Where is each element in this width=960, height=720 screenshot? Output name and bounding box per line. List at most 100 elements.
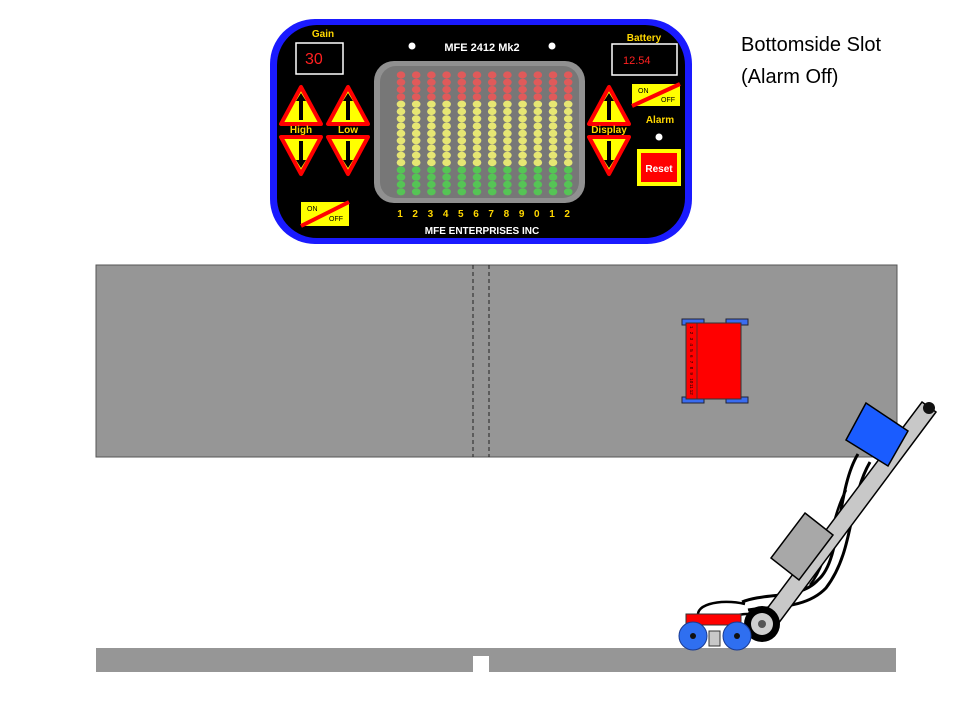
led [548, 115, 558, 123]
led [472, 188, 482, 196]
gain-high-button[interactable] [279, 85, 323, 176]
arrow-down-glyph [296, 141, 306, 168]
led [411, 159, 421, 167]
channel-number: 8 [504, 209, 510, 220]
channel-number: 4 [443, 209, 449, 220]
led [563, 78, 573, 86]
led [411, 188, 421, 196]
led [457, 137, 467, 145]
channel-number: 1 [397, 209, 403, 220]
led [487, 115, 497, 123]
led [457, 100, 467, 108]
gain-display [295, 42, 344, 75]
led [427, 144, 436, 152]
upper-plate [95, 264, 898, 458]
led [427, 100, 436, 108]
led [472, 122, 482, 130]
led [442, 173, 451, 181]
led [563, 100, 573, 108]
bottom-slot [473, 656, 489, 672]
led [548, 78, 558, 86]
arrow-down-glyph [604, 141, 614, 168]
led [396, 159, 406, 167]
led [472, 78, 482, 86]
arrow-up-glyph [343, 93, 353, 120]
led [442, 151, 451, 159]
led [396, 100, 406, 108]
led [411, 122, 421, 130]
led [518, 93, 527, 101]
probe-channel-number: 7 [689, 361, 694, 364]
gain-low-button[interactable] [326, 85, 370, 176]
led [457, 180, 467, 189]
led [533, 93, 543, 101]
led [442, 93, 451, 101]
led [396, 93, 406, 101]
handle-grip [923, 402, 935, 414]
led [472, 107, 482, 116]
led [548, 93, 558, 101]
lower-plate [96, 648, 896, 672]
alarm-toggle-switch[interactable]: ON OFF [631, 82, 681, 108]
led [487, 173, 497, 181]
channel-number: 0 [534, 209, 540, 220]
display-button[interactable] [587, 85, 631, 176]
led [472, 166, 482, 174]
probe-channel-number: 12 [689, 390, 694, 396]
led [548, 100, 558, 108]
led [548, 137, 558, 145]
led [518, 100, 527, 108]
led [503, 129, 512, 137]
led [457, 151, 467, 159]
led [442, 71, 451, 79]
reset-button[interactable]: Reset [637, 149, 681, 186]
led [472, 159, 482, 167]
led [411, 144, 421, 152]
scanner-cart[interactable] [678, 400, 938, 651]
led [503, 188, 512, 196]
led [396, 188, 406, 196]
led [396, 180, 406, 189]
gain-label: Gain [312, 29, 334, 40]
battery-display [611, 43, 678, 76]
led [442, 100, 451, 108]
led [396, 71, 406, 79]
channel-number: 2 [564, 209, 570, 220]
led [503, 71, 512, 79]
high-label: High [290, 125, 312, 136]
slide-title-line2: (Alarm Off) [741, 66, 839, 88]
instrument-panel: Gain 30 Battery 12.54 MFE 2412 Mk2 High [270, 19, 692, 244]
probe-sensor-block [708, 630, 721, 647]
plate-assembly [95, 264, 898, 672]
led [427, 107, 436, 116]
led [427, 115, 436, 123]
gain-value: 30 [305, 51, 323, 68]
led [472, 86, 482, 94]
led [533, 180, 543, 189]
channel-number: 1 [549, 209, 555, 220]
led [442, 129, 451, 137]
led [411, 173, 421, 181]
probe-channel-number: 5 [689, 349, 694, 352]
alarm-label: Alarm [646, 115, 674, 126]
led [563, 71, 573, 79]
probe-channel-number: 10 [689, 378, 694, 384]
led [563, 159, 573, 167]
led [411, 100, 421, 108]
led [472, 180, 482, 189]
led [563, 137, 573, 145]
led [563, 151, 573, 159]
probe-channel-number: 4 [689, 343, 694, 346]
power-toggle-switch[interactable]: ON OFF [300, 200, 350, 228]
led [472, 129, 482, 137]
led [518, 129, 527, 137]
led [457, 86, 467, 94]
led [487, 188, 497, 196]
led [563, 166, 573, 174]
led [533, 71, 543, 79]
led [442, 159, 451, 167]
led [427, 173, 436, 181]
led [518, 159, 527, 167]
led-grid [396, 71, 573, 196]
